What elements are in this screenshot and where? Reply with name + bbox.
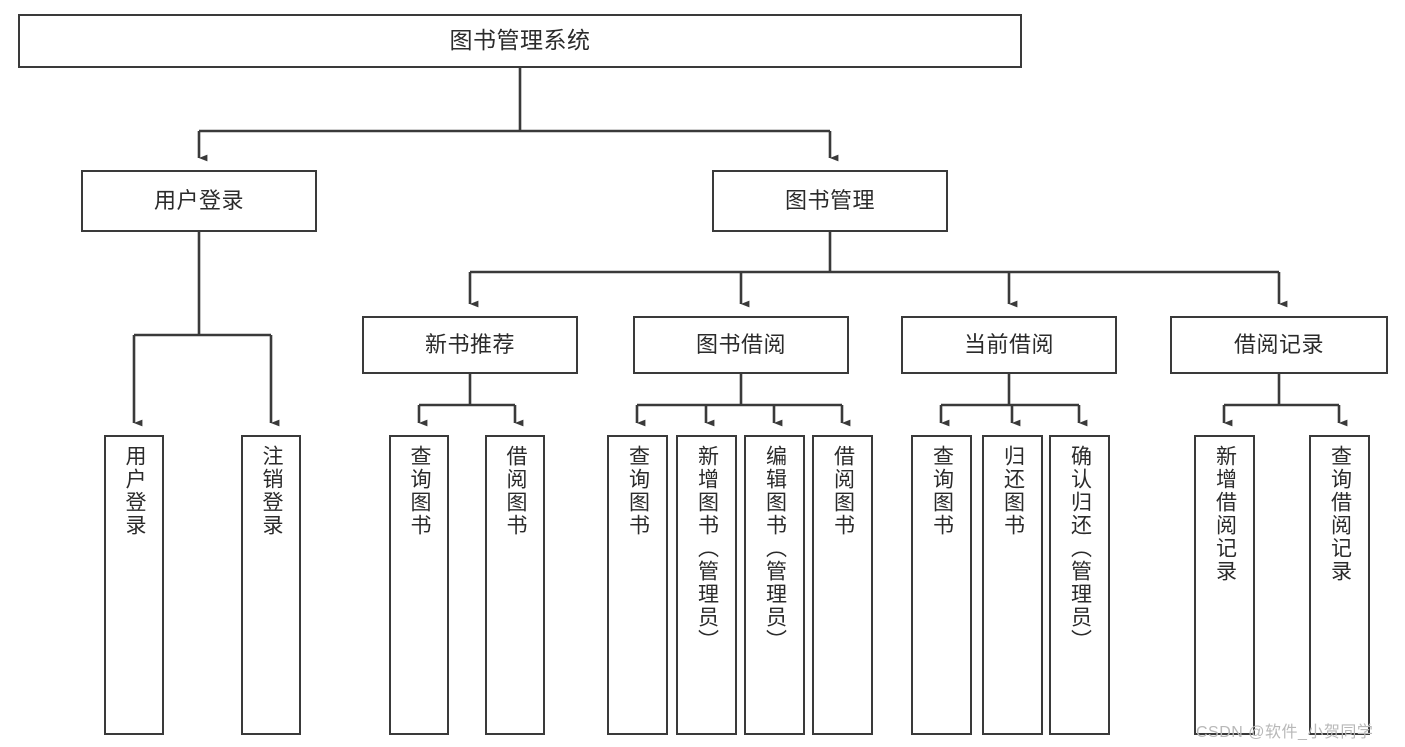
- leaf-user-login[interactable]: 用户登录: [104, 435, 164, 735]
- csdn-watermark: CSDN @软件_小贺同学: [1196, 724, 1374, 741]
- leaf-add-borrow-record[interactable]: 新增借阅记录: [1194, 435, 1255, 735]
- node-label: 用户登录: [123, 445, 147, 537]
- node-label: 查询图书: [626, 445, 650, 537]
- node-label: 查询图书: [408, 445, 432, 537]
- node-label: 查询借阅记录: [1328, 445, 1352, 583]
- leaf-query-borrow-record[interactable]: 查询借阅记录: [1309, 435, 1370, 735]
- node-book-management-system[interactable]: 图书管理系统: [18, 14, 1022, 68]
- node-label: 用户登录: [153, 188, 244, 214]
- node-label: 借阅图书: [831, 445, 855, 537]
- node-book-management[interactable]: 图书管理: [712, 170, 948, 232]
- node-current-borrow[interactable]: 当前借阅: [901, 316, 1117, 374]
- node-label: 确认归还（管理员）: [1068, 445, 1092, 652]
- node-label: 图书借阅: [695, 332, 786, 358]
- node-new-book-recommend[interactable]: 新书推荐: [362, 316, 578, 374]
- leaf-borrow-book-newbook[interactable]: 借阅图书: [485, 435, 545, 735]
- leaf-logout[interactable]: 注销登录: [241, 435, 301, 735]
- node-label: 新增图书（管理员）: [695, 445, 719, 652]
- leaf-query-book-current[interactable]: 查询图书: [911, 435, 972, 735]
- leaf-query-book-borrow[interactable]: 查询图书: [607, 435, 668, 735]
- node-label: 新增借阅记录: [1213, 445, 1237, 583]
- node-label: 图书管理: [784, 188, 875, 214]
- leaf-add-book-admin[interactable]: 新增图书（管理员）: [676, 435, 737, 735]
- node-label: 当前借阅: [963, 332, 1054, 358]
- node-user-login[interactable]: 用户登录: [81, 170, 317, 232]
- node-label: 借阅图书: [504, 445, 528, 537]
- node-label: 借阅记录: [1233, 332, 1324, 358]
- node-label: 编辑图书（管理员）: [763, 445, 787, 652]
- node-label: 归还图书: [1001, 445, 1025, 537]
- node-label: 注销登录: [260, 445, 284, 537]
- leaf-return-book[interactable]: 归还图书: [982, 435, 1043, 735]
- node-label: 新书推荐: [424, 332, 515, 358]
- node-borrow-record[interactable]: 借阅记录: [1170, 316, 1388, 374]
- node-label: 查询图书: [930, 445, 954, 537]
- leaf-borrow-book[interactable]: 借阅图书: [812, 435, 873, 735]
- node-book-borrow[interactable]: 图书借阅: [633, 316, 849, 374]
- leaf-query-book-newbook[interactable]: 查询图书: [389, 435, 449, 735]
- node-label: 图书管理系统: [449, 27, 591, 54]
- leaf-confirm-return-admin[interactable]: 确认归还（管理员）: [1049, 435, 1110, 735]
- leaf-edit-book-admin[interactable]: 编辑图书（管理员）: [744, 435, 805, 735]
